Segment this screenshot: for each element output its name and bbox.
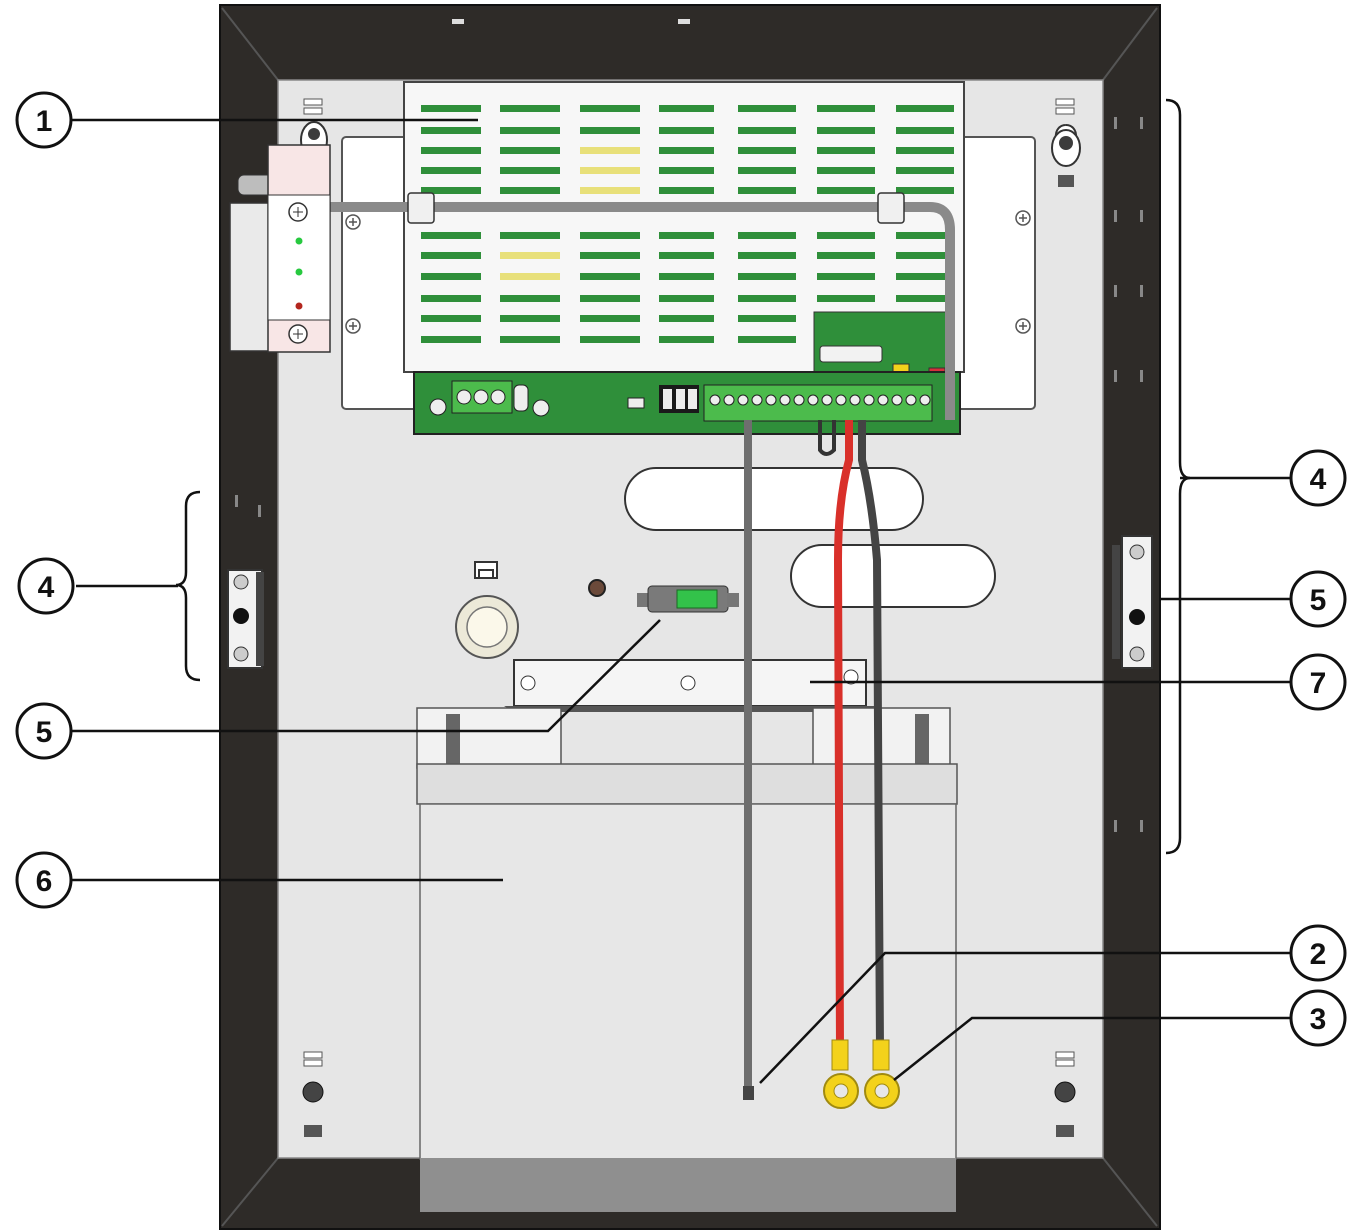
led-ribbon-cable xyxy=(330,202,955,420)
vent-slots xyxy=(421,105,954,343)
callout-5-right: 5 xyxy=(1289,570,1347,628)
brace-right xyxy=(1165,98,1191,855)
callout-6: 6 xyxy=(15,851,73,909)
svg-text:1: 1 xyxy=(36,105,53,138)
screw-icon xyxy=(302,1081,324,1103)
led-indicator-panel xyxy=(229,144,331,353)
callout-4-right: 4 xyxy=(1289,449,1347,507)
svg-text:3: 3 xyxy=(1310,1003,1327,1036)
mounting-hardware xyxy=(300,98,1081,1137)
temperature-sensor-icon xyxy=(743,1086,754,1100)
temp-sensor-cable xyxy=(743,420,754,1100)
cable-slot-lower xyxy=(790,544,996,608)
screw-icon xyxy=(1054,1081,1076,1103)
svg-text:4: 4 xyxy=(38,571,55,604)
leader-lines xyxy=(72,118,1290,1084)
led-icon xyxy=(295,302,303,310)
led-icon xyxy=(295,268,303,276)
svg-text:2: 2 xyxy=(1310,938,1327,971)
screw-icon xyxy=(520,675,536,691)
callout-2: 2 xyxy=(1289,924,1347,982)
led-icon xyxy=(295,237,303,245)
svg-text:5: 5 xyxy=(36,716,53,749)
callout-7: 7 xyxy=(1289,653,1347,711)
callout-5-left: 5 xyxy=(15,702,73,760)
tamper-switch-icon xyxy=(455,561,519,659)
ring-terminal-icon xyxy=(823,1039,859,1109)
brace-left xyxy=(175,490,201,682)
screw-icon xyxy=(588,579,606,597)
plate-screws xyxy=(345,210,1031,334)
battery-bracket xyxy=(504,659,876,712)
battery-wire-black xyxy=(858,420,884,1051)
screw-icon xyxy=(532,399,550,417)
battery-wire-red xyxy=(833,420,853,1051)
cable-slot-upper xyxy=(624,467,924,531)
svg-text:7: 7 xyxy=(1310,667,1327,700)
svg-text:5: 5 xyxy=(1310,584,1327,617)
fuse-icon xyxy=(819,345,883,363)
callout-3: 3 xyxy=(1289,989,1347,1047)
callout-4-left: 4 xyxy=(17,557,75,615)
door-hinge-left xyxy=(227,569,264,669)
inline-fuse-holder xyxy=(637,585,739,613)
screw-icon xyxy=(429,398,447,416)
ring-terminal-icon xyxy=(864,1039,900,1109)
door-hinge-right xyxy=(1112,535,1153,669)
screw-icon xyxy=(680,675,696,691)
svg-text:4: 4 xyxy=(1310,463,1327,496)
pcb-exposed-corner xyxy=(813,311,950,375)
psu-module xyxy=(330,81,965,435)
callout-1: 1 xyxy=(15,91,73,149)
screw-icon xyxy=(843,669,859,685)
svg-text:6: 6 xyxy=(36,865,53,898)
